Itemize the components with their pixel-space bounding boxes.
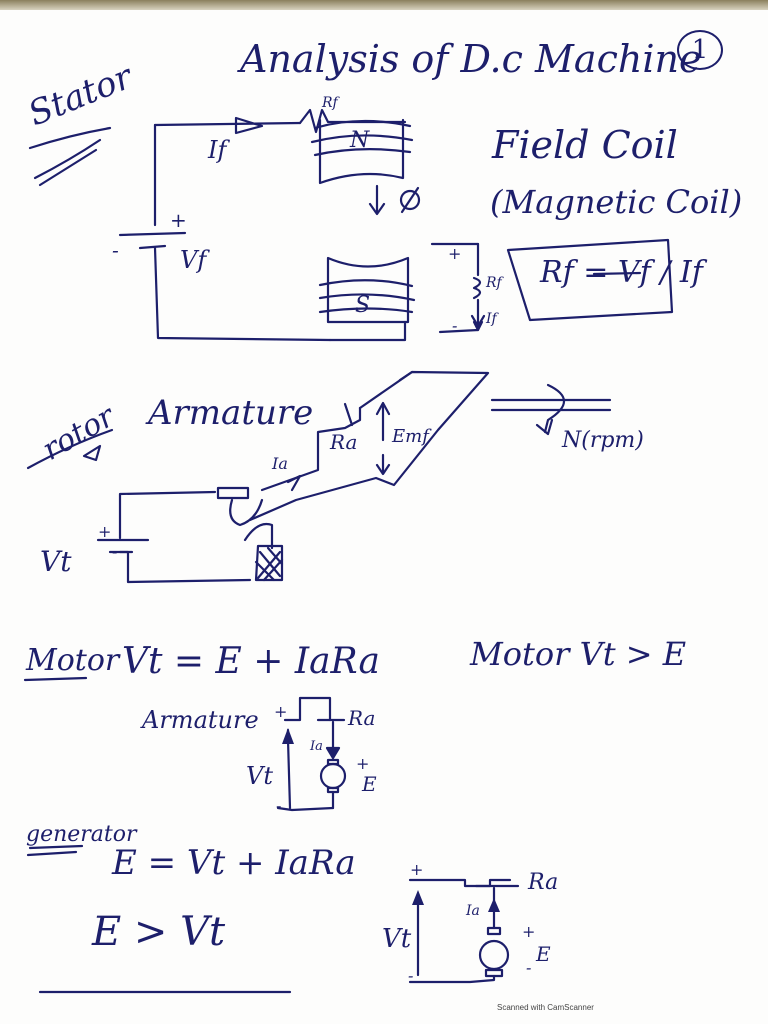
stator-label-scribble xyxy=(28,126,112,187)
motor-label-underline xyxy=(23,676,88,682)
motor-circuit xyxy=(276,696,347,812)
generator-minus: - xyxy=(408,966,414,985)
page-number-circle: 1 xyxy=(677,30,723,70)
generator-label: generator xyxy=(26,822,137,847)
motor-plus: + xyxy=(274,702,288,721)
motor-ra-label: Ra xyxy=(348,706,376,730)
field-current-label: If xyxy=(208,136,227,164)
field-voltage-label: Vf xyxy=(180,246,207,274)
speed-label: N(rpm) xyxy=(562,428,644,453)
page-title: Analysis of D.c Machine xyxy=(240,37,702,81)
generator-condition: E > Vt xyxy=(92,909,226,955)
motor-condition: Motor Vt > E xyxy=(470,635,687,673)
generator-e-plus: + xyxy=(522,922,536,941)
field-resistance-formula: Rf = Vf / If xyxy=(540,255,703,290)
motor-e-label: E xyxy=(362,772,377,796)
motor-ia-label: Ia xyxy=(310,739,323,754)
generator-ia-label: Ia xyxy=(466,903,480,919)
south-pole-label: S xyxy=(355,293,371,318)
rotor-circuit xyxy=(96,490,252,584)
rotor-label-underline xyxy=(26,428,114,470)
field-resistor-sketch xyxy=(430,238,674,334)
motor-e-plus: + xyxy=(356,754,370,773)
side-plus: + xyxy=(448,244,462,263)
rotor-plus: + xyxy=(98,522,112,541)
generator-e-minus: - xyxy=(526,958,532,977)
stator-plus: + xyxy=(170,208,187,232)
armature-resistance-label: Ra xyxy=(330,430,358,454)
generator-e-label: E xyxy=(536,942,551,966)
rotor-minus: - xyxy=(112,542,118,561)
side-resistance-label: Rf xyxy=(486,275,502,291)
generator-vt-label: Vt xyxy=(382,924,412,954)
motor-vt-label: Vt xyxy=(246,762,273,790)
generator-ra-label: Ra xyxy=(528,870,559,895)
motor-minus: - xyxy=(276,796,282,815)
generator-label-underline xyxy=(26,844,84,857)
motor-label: Motor xyxy=(26,643,120,678)
field-resistance-label: Rf xyxy=(322,95,338,111)
armature-rotor xyxy=(216,370,612,582)
armature-label: Armature xyxy=(148,393,314,433)
side-current-label: If xyxy=(486,311,497,327)
generator-equation: E = Vt + IaRa xyxy=(112,843,356,883)
field-coil-label: Field Coil xyxy=(492,123,678,167)
magnetic-coil-label: (Magnetic Coil) xyxy=(490,183,743,221)
terminal-voltage-label: Vt xyxy=(40,545,72,578)
motor-armature-label: Armature xyxy=(142,706,259,734)
side-minus: - xyxy=(452,316,458,335)
page-top-edge xyxy=(0,0,768,10)
stator-minus: - xyxy=(112,238,119,262)
emf-label: Emf xyxy=(392,426,429,447)
generator-circuit xyxy=(408,878,520,984)
stator-circuit xyxy=(118,108,421,342)
scanner-watermark: Scanned with CamScanner xyxy=(497,1003,594,1012)
north-pole-label: N xyxy=(350,128,370,153)
armature-current-label: Ia xyxy=(272,454,288,473)
motor-equation: Vt = E + IaRa xyxy=(122,641,380,682)
generator-plus: + xyxy=(410,860,424,879)
